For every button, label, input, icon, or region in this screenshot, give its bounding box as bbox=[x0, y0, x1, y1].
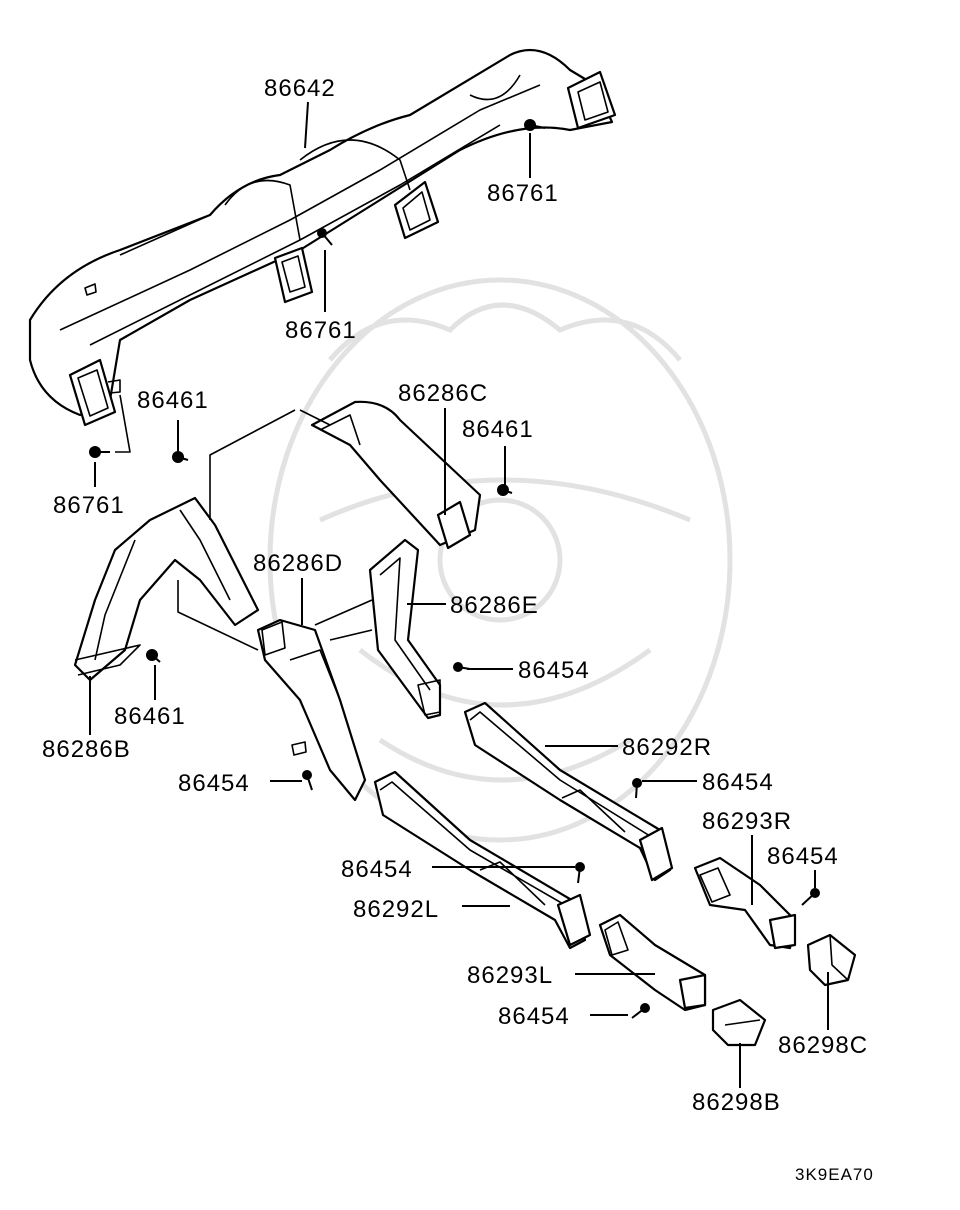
label-86286c: 86286C bbox=[398, 380, 488, 407]
label-86761-top-right: 86761 bbox=[487, 180, 559, 207]
duct-86286b bbox=[73, 496, 260, 682]
label-86454-293l: 86454 bbox=[498, 1003, 570, 1030]
screw-86454-d bbox=[302, 770, 313, 791]
label-86454-293r: 86454 bbox=[767, 843, 839, 870]
cap-86298c bbox=[806, 933, 857, 987]
label-86292r: 86292R bbox=[622, 734, 712, 761]
duct-86293r bbox=[693, 856, 797, 950]
clip-86461-center bbox=[497, 484, 513, 496]
label-86286e: 86286E bbox=[450, 592, 539, 619]
screw-86454-293l bbox=[631, 1003, 650, 1019]
leader-lines bbox=[89, 101, 829, 1088]
label-86286b: 86286B bbox=[42, 736, 131, 763]
label-86454-d: 86454 bbox=[178, 770, 250, 797]
label-86642: 86642 bbox=[264, 75, 336, 102]
label-86461-left: 86461 bbox=[137, 387, 209, 414]
screw-86761-left bbox=[89, 446, 110, 458]
screw-86454-292r bbox=[632, 778, 642, 799]
clip-86461-left bbox=[172, 451, 189, 463]
cap-86298b bbox=[711, 998, 767, 1047]
label-86298c: 86298C bbox=[778, 1032, 868, 1059]
label-86454-292l: 86454 bbox=[341, 856, 413, 883]
label-86292l: 86292L bbox=[353, 896, 439, 923]
clip-86461-lower-left bbox=[146, 649, 161, 663]
label-86461-center: 86461 bbox=[462, 416, 534, 443]
duct-86293l bbox=[598, 913, 707, 1012]
label-86461-lower-left: 86461 bbox=[114, 703, 186, 730]
label-86454-292r: 86454 bbox=[702, 769, 774, 796]
label-86761-left: 86761 bbox=[53, 492, 125, 519]
figure-code: 3K9EA70 bbox=[795, 1165, 874, 1184]
label-86298b: 86298B bbox=[692, 1089, 781, 1116]
duct-86286d bbox=[256, 618, 367, 802]
screw-86761-top-right bbox=[524, 119, 546, 131]
duct-86292r bbox=[463, 701, 674, 882]
duct-86292l bbox=[373, 770, 592, 950]
screw-86454-292l bbox=[575, 862, 585, 884]
duct-86286e bbox=[368, 538, 442, 720]
label-86286d: 86286D bbox=[253, 550, 343, 577]
screw-86454-e bbox=[453, 662, 471, 672]
label-86293r: 86293R bbox=[702, 808, 792, 835]
watermark-emblem bbox=[267, 277, 733, 843]
duct-86286c bbox=[310, 400, 482, 550]
screw-86454-293r bbox=[801, 888, 820, 906]
label-86454-e: 86454 bbox=[518, 657, 590, 684]
label-86761-top-center: 86761 bbox=[285, 317, 357, 344]
screw-86761-top-center bbox=[317, 228, 333, 246]
label-86293l: 86293L bbox=[467, 962, 553, 989]
